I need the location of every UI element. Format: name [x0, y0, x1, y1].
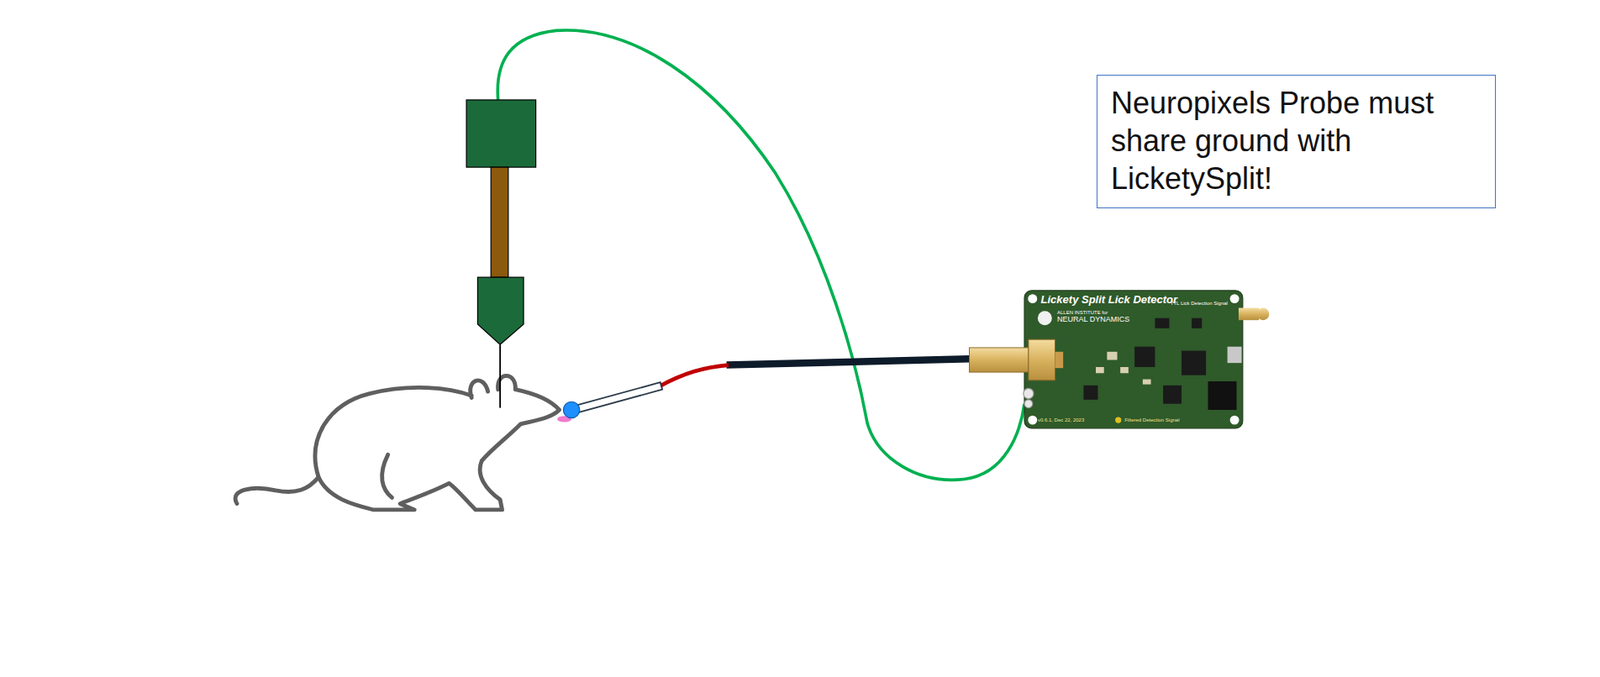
signal-name: Filtered Detection Signal	[1124, 417, 1179, 423]
mouse-outline	[235, 375, 559, 511]
version-text: v0.6.1, Dec 22, 2023	[1037, 417, 1085, 423]
ground-wire	[497, 30, 1025, 480]
callout-text: Neuropixels Probe must share ground with…	[1110, 84, 1482, 198]
logo-text: NEURAL DYNAMICS	[1057, 315, 1130, 324]
callout-box: Neuropixels Probe must share ground with…	[1096, 74, 1496, 209]
pcb-board	[969, 290, 1270, 429]
signal-name: TTL Lick Detection Signal	[1170, 300, 1228, 306]
neuropixels-probe	[466, 100, 537, 409]
logo-text: ALLEN INSTITUTE for	[1057, 310, 1108, 316]
board-title: Lickety Split Lick Detector	[1041, 294, 1179, 306]
lick-spout	[563, 358, 969, 418]
